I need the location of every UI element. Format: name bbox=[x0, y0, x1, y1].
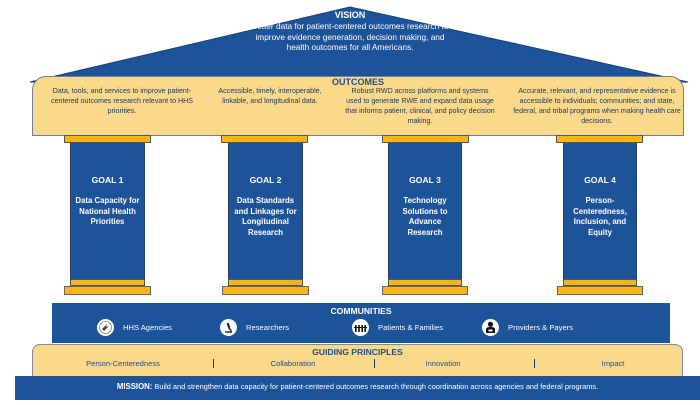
communities-band: COMMUNITIES HHS Agencies Researchers Pat… bbox=[52, 303, 670, 343]
principle-innovation: Innovation bbox=[425, 359, 461, 368]
community-label: Providers & Payers bbox=[508, 322, 573, 332]
principle-collaboration: Collaboration bbox=[270, 359, 316, 368]
outcome-4: Accurate, relevant, and representative e… bbox=[513, 87, 681, 125]
vision-title: VISION bbox=[334, 10, 366, 20]
goal-3-pillar: GOAL 3 Technology Solutions to Advance R… bbox=[388, 143, 462, 279]
goal-2-description: Data Standards and Linkages for Longitud… bbox=[234, 196, 297, 237]
goal-1-pillar: GOAL 1 Data Capacity for National Health… bbox=[70, 143, 145, 279]
goal-2-pillar: GOAL 2 Data Standards and Linkages for L… bbox=[228, 143, 303, 279]
pillar-4-capital bbox=[556, 135, 643, 143]
vision-block: VISION Better data for patient-centered … bbox=[250, 10, 450, 53]
principle-divider bbox=[534, 359, 535, 368]
goal-3-description: Technology Solutions to Advance Research bbox=[402, 196, 448, 237]
pillar-3-base-bottom bbox=[382, 286, 468, 295]
provider-icon bbox=[482, 318, 499, 336]
outcomes-band: OUTCOMES Data, tools, and services to im… bbox=[32, 76, 684, 136]
community-hhs-agencies: HHS Agencies bbox=[97, 318, 172, 336]
outcomes-title: OUTCOMES bbox=[331, 77, 384, 87]
mission-label: MISSION: bbox=[116, 382, 153, 391]
pillar-2-base-bottom bbox=[222, 286, 309, 295]
community-providers-payers: Providers & Payers bbox=[482, 318, 573, 336]
mission-text: Build and strengthen data capacity for p… bbox=[152, 382, 599, 391]
community-label: HHS Agencies bbox=[123, 322, 172, 332]
goal-4-pillar: GOAL 4 Person-Centeredness, Inclusion, a… bbox=[563, 143, 637, 279]
goal-4-label: GOAL 4 bbox=[584, 175, 616, 185]
communities-title: COMMUNITIES bbox=[330, 306, 392, 316]
community-label: Patients & Families bbox=[378, 322, 443, 332]
goal-1-description: Data Capacity for National Health Priori… bbox=[75, 196, 140, 226]
pillar-4-base-bottom bbox=[557, 286, 643, 295]
vision-text: Better data for patient-centered outcome… bbox=[251, 21, 449, 52]
community-label: Researchers bbox=[246, 322, 290, 332]
guiding-principles-band: GUIDING PRINCIPLES Person-Centeredness C… bbox=[32, 344, 683, 376]
hhs-eagle-icon bbox=[97, 318, 114, 336]
pillar-3-capital bbox=[382, 135, 469, 143]
principle-person-centeredness: Person-Centeredness bbox=[86, 359, 160, 368]
principle-divider bbox=[374, 359, 375, 368]
outcome-2: Accessible, timely, interoperable, linka… bbox=[218, 87, 322, 105]
people-icon bbox=[352, 318, 369, 336]
principle-divider bbox=[213, 359, 214, 368]
pillar-2-capital bbox=[221, 135, 308, 143]
principle-impact: Impact bbox=[601, 359, 625, 368]
pillar-1-capital bbox=[64, 135, 151, 143]
mission-band: MISSION: Build and strengthen data capac… bbox=[15, 376, 700, 400]
pillar-2-base-top bbox=[228, 279, 303, 286]
pillar-1-base-top bbox=[70, 279, 145, 286]
pillar-3-base-top bbox=[388, 279, 462, 286]
community-researchers: Researchers bbox=[220, 318, 289, 336]
pillar-1-base-bottom bbox=[64, 286, 151, 295]
goal-3-label: GOAL 3 bbox=[409, 175, 441, 185]
microscope-icon bbox=[220, 318, 237, 336]
outcome-1: Data, tools, and services to improve pat… bbox=[51, 87, 193, 115]
pillar-4-base-top bbox=[563, 279, 637, 286]
guiding-principles-title: GUIDING PRINCIPLES bbox=[312, 347, 403, 357]
outcome-3: Robust RWD across platforms and systems … bbox=[345, 87, 495, 125]
goal-4-description: Person-Centeredness, Inclusion, and Equi… bbox=[573, 196, 627, 237]
community-patients-families: Patients & Families bbox=[352, 318, 443, 336]
goal-1-label: GOAL 1 bbox=[91, 175, 124, 185]
goal-2-label: GOAL 2 bbox=[249, 175, 282, 185]
